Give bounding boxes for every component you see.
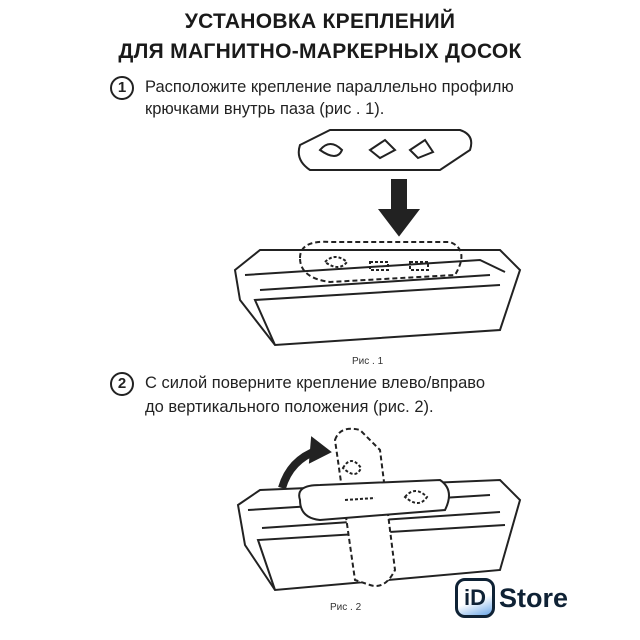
arrow-down-icon — [377, 179, 421, 237]
logo-mark: iD — [455, 578, 495, 618]
step-1-line-1: Расположите крепление параллельно профил… — [145, 78, 514, 96]
figure-1-caption: Рис . 1 — [352, 356, 384, 367]
fig2-bracket — [298, 427, 450, 587]
step-2-line-1: С силой поверните крепление влево/вправо — [145, 374, 486, 392]
fig1-bracket — [297, 129, 473, 171]
curved-arrow-icon — [278, 436, 332, 490]
fig1-profile — [233, 240, 522, 347]
step-1-number: 1 — [110, 76, 134, 100]
title-line-2: ДЛЯ МАГНИТНО-МАРКЕРНЫХ ДОСОК — [118, 40, 522, 63]
logo-text: Store — [499, 582, 569, 613]
idstore-logo: iD Store — [455, 578, 568, 618]
step-2-line-2: до вертикального положения (рис. 2). — [145, 398, 434, 416]
figure-2-caption: Рис . 2 — [330, 602, 362, 613]
step-1-line-2: крючками внутрь паза (рис . 1). — [145, 100, 385, 118]
title-line-1: УСТАНОВКА КРЕПЛЕНИЙ — [184, 10, 456, 33]
step-2-number: 2 — [110, 372, 134, 396]
